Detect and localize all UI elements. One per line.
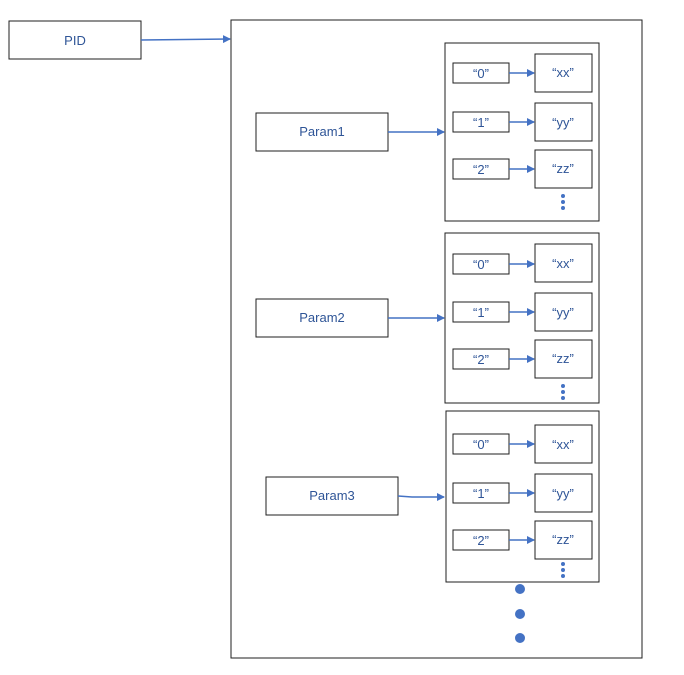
- value-box: [534, 292, 593, 332]
- param-group-2: Param2 “0” “xx” “1” “yy” “2” “zz”: [255, 232, 600, 404]
- param-label: Param2: [299, 310, 345, 325]
- key-label: “2”: [473, 533, 489, 548]
- key-label: “0”: [473, 257, 489, 272]
- key-label: “2”: [473, 162, 489, 177]
- more-entries-dots: [561, 384, 565, 400]
- pid-label: PID: [64, 33, 86, 48]
- key-label: “1”: [473, 486, 489, 501]
- value-label: “xx”: [552, 65, 574, 80]
- value-label: “yy”: [552, 486, 574, 501]
- key-label: “0”: [473, 66, 489, 81]
- value-box: [534, 339, 593, 379]
- value-box: [534, 243, 593, 283]
- value-label: “yy”: [552, 305, 574, 320]
- pid-arrow: [140, 35, 231, 44]
- value-label: “zz”: [552, 161, 574, 176]
- key-label: “2”: [473, 352, 489, 367]
- value-label: “xx”: [552, 437, 574, 452]
- value-box: [534, 473, 593, 513]
- param-group-1: Param1 “0” “xx” “1” “yy” “2” “zz”: [255, 42, 600, 222]
- value-label: “zz”: [552, 532, 574, 547]
- key-label: “1”: [473, 305, 489, 320]
- more-params-dots: [515, 584, 525, 643]
- param-group-3: Param3 “0” “xx” “1” “yy” “2” “zz”: [265, 410, 600, 583]
- param-node: [255, 298, 389, 338]
- param-label: Param3: [309, 488, 355, 503]
- param-node: [265, 476, 399, 516]
- value-box: [534, 149, 593, 189]
- value-box: [534, 102, 593, 142]
- key-label: “1”: [473, 115, 489, 130]
- value-label: “xx”: [552, 256, 574, 271]
- value-box: [534, 53, 593, 93]
- more-entries-dots: [561, 194, 565, 210]
- param-node: [255, 112, 389, 152]
- more-entries-dots: [561, 562, 565, 578]
- value-box: [534, 520, 593, 560]
- key-label: “0”: [473, 437, 489, 452]
- param-arrow: [397, 493, 445, 501]
- value-label: “yy”: [552, 115, 574, 130]
- value-label: “zz”: [552, 351, 574, 366]
- value-box: [534, 424, 593, 464]
- pid-node: PID: [8, 20, 142, 60]
- param-label: Param1: [299, 124, 345, 139]
